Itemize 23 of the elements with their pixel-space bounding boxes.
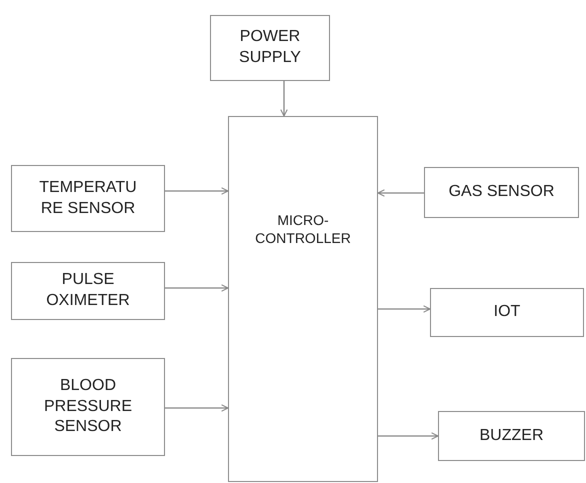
block-box — [438, 411, 585, 461]
block-label: MICRO- CONTROLLER — [254, 210, 352, 248]
arrow — [165, 284, 229, 292]
block-box — [430, 288, 584, 337]
controller-block — [228, 116, 378, 482]
arrow — [165, 187, 229, 195]
block-label: POWER SUPPLY — [238, 27, 302, 68]
block-box — [210, 15, 330, 81]
arrow — [280, 81, 288, 117]
arrow — [377, 189, 424, 197]
block-label: TEMPERATU RE SENSOR — [38, 178, 138, 218]
arrow — [378, 432, 439, 440]
block-box — [11, 165, 165, 232]
arrow — [165, 404, 229, 412]
block-label: GAS SENSOR — [448, 182, 554, 202]
block-label: BLOOD PRESSURE SENSOR — [42, 376, 134, 438]
block-label: IOT — [494, 302, 520, 322]
block-label: PULSE OXIMETER — [45, 270, 131, 311]
arrow — [378, 305, 431, 313]
block-label: BUZZER — [480, 426, 544, 446]
block-box — [11, 358, 165, 456]
block-box — [424, 167, 579, 218]
block-box — [11, 262, 165, 320]
